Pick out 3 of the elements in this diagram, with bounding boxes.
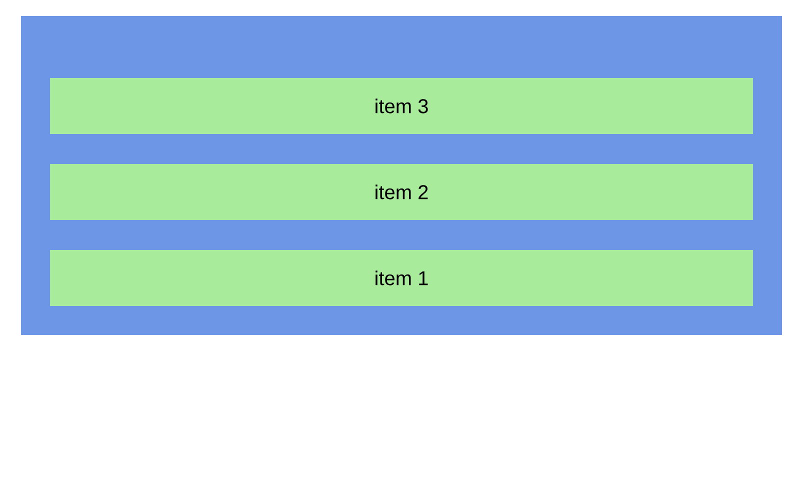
item-box: item 1 — [50, 250, 753, 306]
item-box: item 2 — [50, 164, 753, 220]
item-box: item 3 — [50, 78, 753, 134]
